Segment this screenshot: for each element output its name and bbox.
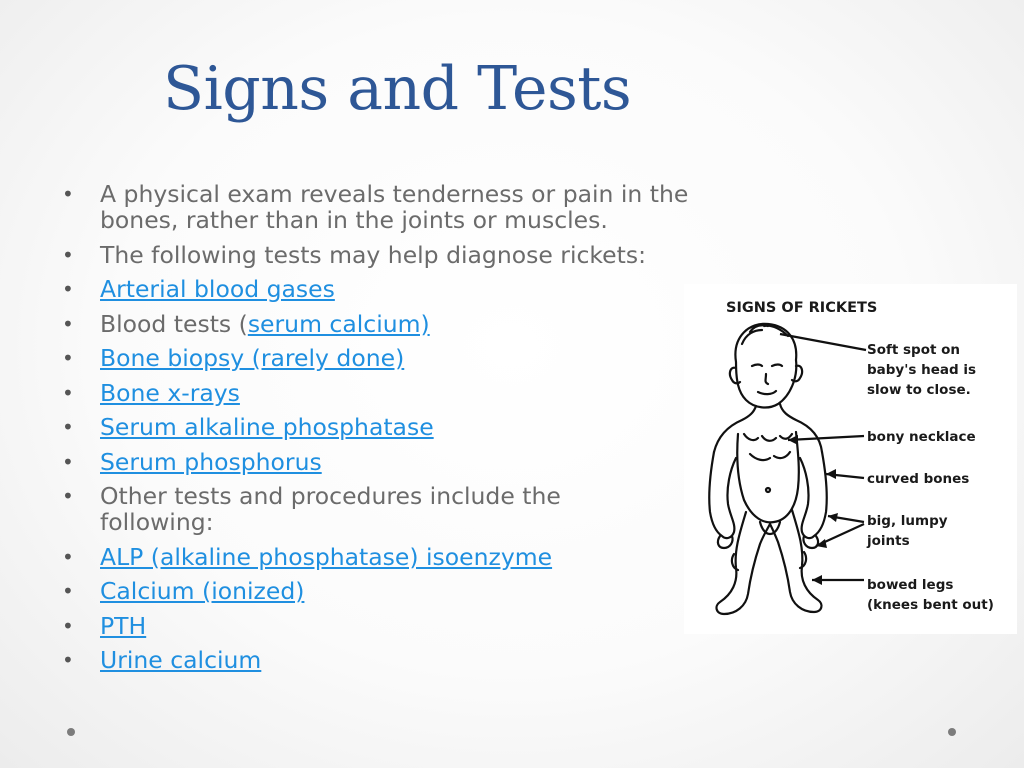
bullet-dot: •	[62, 579, 74, 603]
figure-heading: SIGNS OF RICKETS	[726, 300, 877, 316]
link-serum-alkaline-phosphatase[interactable]: Serum alkaline phosphatase	[100, 413, 434, 441]
rickets-drawing: SIGNS OF RICKETS	[708, 300, 994, 616]
label-bowed-legs-2: (knees bent out)	[867, 597, 994, 613]
bullet-dot: •	[62, 346, 74, 370]
bullet-dot: •	[62, 182, 74, 206]
link-arterial-blood-gases[interactable]: Arterial blood gases	[100, 275, 335, 303]
link-urine-calcium[interactable]: Urine calcium	[100, 646, 262, 674]
bullet-item: • Serum phosphorus	[62, 449, 742, 475]
label-bowed-legs-1: bowed legs	[867, 577, 953, 593]
label-soft-spot-3: slow to close.	[867, 382, 971, 398]
bullet-dot: •	[62, 484, 74, 508]
bullet-item: • Serum alkaline phosphatase	[62, 414, 742, 440]
bullet-text: Other tests and procedures include the f…	[100, 482, 561, 536]
link-pth[interactable]: PTH	[100, 611, 147, 640]
link-bone-biopsy[interactable]: Bone biopsy (rarely done)	[100, 344, 405, 372]
link-alp-isoenzyme[interactable]: ALP (alkaline phosphatase) isoenzyme	[100, 542, 553, 571]
link-serum-calcium[interactable]: serum calcium)	[247, 309, 430, 338]
label-soft-spot-2: baby's head is	[867, 362, 976, 378]
figure-labels: Soft spot on baby's head is slow to clos…	[866, 342, 994, 613]
bullet-item: • Blood tests (serum calcium)	[62, 311, 742, 337]
corner-dot-right	[948, 728, 956, 736]
bullet-item: • A physical exam reveals tenderness or p…	[62, 181, 742, 233]
bullet-text: The following tests may help diagnose ri…	[100, 240, 646, 269]
bullet-text: A physical exam reveals tenderness or pa…	[100, 180, 689, 234]
label-lumpy-joints-1: big, lumpy	[867, 513, 948, 529]
bullet-dot: •	[62, 544, 74, 569]
bullet-dot: •	[62, 277, 74, 301]
bullet-item: • Bone biopsy (rarely done)	[62, 345, 742, 371]
slide-title: Signs and Tests	[163, 54, 632, 124]
bullet-dot: •	[62, 613, 74, 638]
bullet-item: • Other tests and procedures include the …	[62, 483, 660, 535]
bullet-item: • Arterial blood gases	[62, 276, 742, 302]
link-serum-phosphorus[interactable]: Serum phosphorus	[100, 447, 322, 476]
label-curved-bones: curved bones	[867, 471, 969, 487]
bullet-dot: •	[62, 242, 74, 267]
bullet-dot: •	[62, 415, 74, 439]
bullet-item: • The following tests may help diagnose r…	[62, 242, 742, 268]
link-calcium-ionized[interactable]: Calcium (ionized)	[100, 577, 305, 605]
pointer-arrowheads	[788, 435, 838, 585]
bullet-item: • Urine calcium	[62, 647, 742, 673]
label-lumpy-joints-2: joints	[866, 533, 910, 549]
bullet-text: Blood tests (	[100, 309, 248, 338]
link-bone-x-rays[interactable]: Bone x-rays	[100, 378, 240, 407]
bullet-item: • ALP (alkaline phosphatase) isoenzyme	[62, 544, 742, 570]
label-bony-necklace: bony necklace	[867, 429, 976, 445]
bullet-item: • Bone x-rays	[62, 380, 742, 406]
bullet-item: • PTH	[62, 613, 742, 639]
corner-dot-left	[67, 728, 75, 736]
label-soft-spot-1: Soft spot on	[867, 342, 960, 358]
bullet-dot: •	[62, 311, 74, 336]
child-figure	[708, 322, 828, 616]
bullet-dot: •	[62, 648, 74, 672]
bullet-dot: •	[62, 380, 74, 405]
bullet-dot: •	[62, 449, 74, 474]
bullet-list: • A physical exam reveals tenderness or p…	[62, 181, 742, 682]
bullet-item: • Calcium (ionized)	[62, 578, 742, 604]
rickets-illustration: SIGNS OF RICKETS	[684, 284, 1017, 634]
